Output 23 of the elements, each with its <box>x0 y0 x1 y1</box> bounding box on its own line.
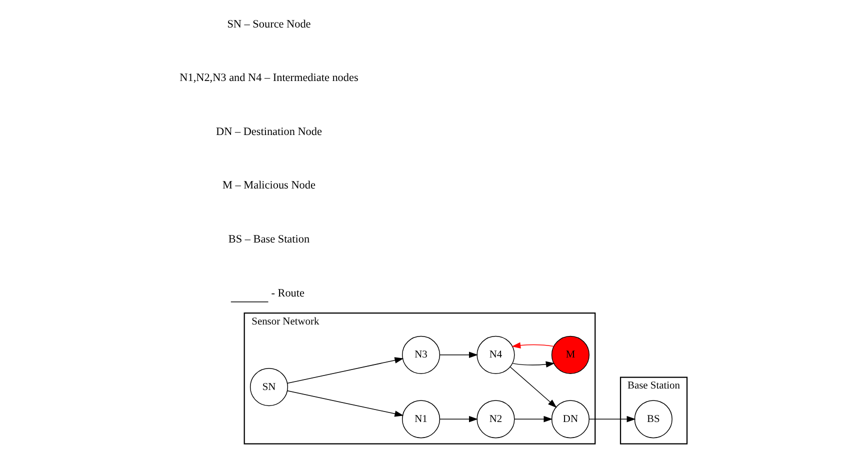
label: BS – Base Station <box>228 233 310 246</box>
arrow <box>514 416 553 422</box>
node-circle: BS <box>634 400 672 438</box>
node-circle: DN <box>551 400 590 438</box>
label: SN – Source Node <box>227 18 311 30</box>
label: N1,N2,N3 and N4 – Intermediate nodes <box>180 72 358 84</box>
node-circle: SN <box>250 368 288 406</box>
node-circle: N2 <box>476 400 515 438</box>
arrow <box>286 357 404 384</box>
node-circle: M <box>551 336 590 374</box>
arrow <box>510 366 557 408</box>
label: M – Malicious Node <box>222 180 316 192</box>
label: DN – Destination Node <box>216 126 322 138</box>
arrow <box>440 416 478 422</box>
node-circle: N4 <box>476 336 515 374</box>
arrow <box>512 342 554 348</box>
arrow <box>286 390 404 417</box>
arrow <box>588 416 636 422</box>
node-circle: N3 <box>402 336 440 374</box>
arrow <box>512 361 555 368</box>
legend-label: - Route <box>271 288 304 300</box>
arrow <box>440 352 478 358</box>
node-circle: N1 <box>402 400 440 438</box>
